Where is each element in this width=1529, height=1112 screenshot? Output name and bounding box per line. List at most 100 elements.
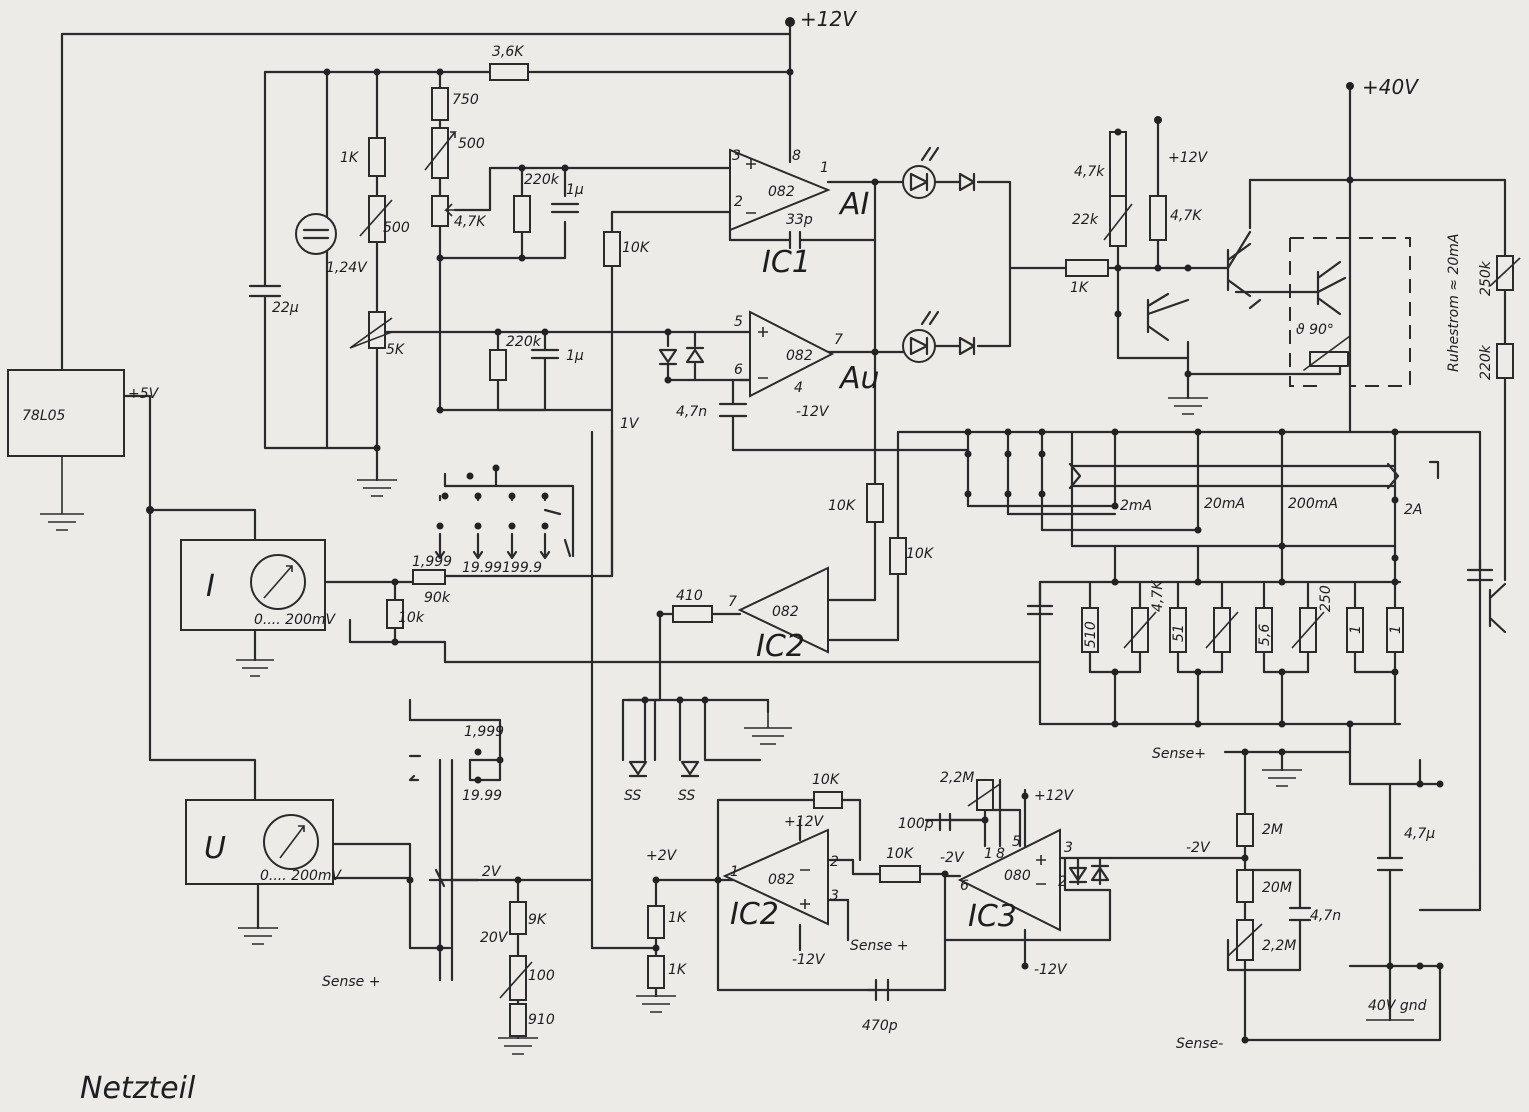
- resistor-3k6: [489, 63, 529, 81]
- trimmer-500-b: [368, 195, 386, 243]
- label-v1999b: 19.99: [462, 788, 502, 804]
- label-plus12-b: +12V: [1168, 150, 1209, 166]
- label-au-part: 082: [786, 348, 813, 364]
- cap-4n7-a: [718, 402, 748, 418]
- voltage-reference: [295, 213, 337, 255]
- label-ptc: ϑ 90°: [1296, 322, 1334, 338]
- label-ic3-pin6: 6: [960, 878, 969, 894]
- label-22k: 22k: [1072, 212, 1099, 228]
- label-plus2: +2V: [646, 848, 678, 864]
- pot-5k: [368, 311, 386, 349]
- label-510: 510: [1083, 621, 1099, 648]
- label-d1999: 19.99: [462, 560, 502, 576]
- label-10k-f: 10K: [886, 846, 915, 862]
- label-pin8: 8: [792, 148, 801, 164]
- label-ic3-pin2: 2: [1058, 874, 1067, 890]
- resistor-1k-c: [647, 905, 665, 939]
- resistor-910: [509, 1003, 527, 1037]
- led-ss-a: [628, 760, 648, 778]
- shunt-510: [1081, 607, 1099, 653]
- ground-symbol: [1168, 397, 1208, 415]
- label-2m2-a: 2,2M: [940, 770, 974, 786]
- label-ic3-pin8: 8: [996, 846, 1005, 862]
- label-10k-a: 10K: [622, 240, 651, 256]
- opamp-au: [749, 310, 835, 398]
- cap-4n7-b: [1288, 906, 1312, 922]
- label-plus12: +12V: [800, 7, 857, 31]
- label-1u-a: 1µ: [566, 182, 584, 198]
- label-ic2-bot-name: IC2: [730, 897, 779, 932]
- label-4u7: 4,7µ: [1404, 826, 1435, 842]
- ground-symbol: [40, 456, 84, 531]
- label-1u-b: 1µ: [566, 348, 584, 364]
- label-pin6: 6: [734, 362, 743, 378]
- label-ic2-pin7: 7: [728, 594, 737, 610]
- shunt-1-b: [1386, 607, 1404, 653]
- label-410: 410: [676, 588, 703, 604]
- resistor-1k-d: [647, 955, 665, 989]
- label-meter-i: I: [206, 569, 215, 604]
- label-1999: 1,999: [412, 554, 452, 570]
- transistor-output: [1488, 582, 1507, 634]
- led-ic1: [902, 165, 936, 199]
- label-250: 250: [1318, 585, 1334, 612]
- resistor-750: [431, 87, 449, 121]
- label-220k-b: 220k: [506, 334, 542, 350]
- opamp-ic2-bottom: [722, 828, 829, 926]
- label-shunt-1b: 1: [1388, 625, 1404, 634]
- label-meter-i-range: 0.... 200mV: [254, 612, 337, 628]
- label-sense-minus: Sense-: [1176, 1036, 1223, 1052]
- label-10k-b: 10K: [828, 498, 857, 514]
- label-4k7a: 4,7K: [454, 214, 487, 230]
- label-5-6: 5,6: [1257, 624, 1273, 646]
- label-ic3-pin3: 3: [1064, 840, 1073, 856]
- modules: [7, 369, 334, 885]
- resistor-10k-d: [386, 599, 404, 629]
- regulator-78l05: [7, 369, 125, 457]
- label-ss-a: SS: [624, 788, 641, 804]
- labels: +12V 3,6K 750 500 1K 500 4,7K 220k 1µ 22…: [22, 7, 1494, 1106]
- label-500a: 500: [458, 136, 485, 152]
- label-ic3-name: IC3: [968, 899, 1017, 934]
- opamp-ic2-top: [737, 566, 829, 654]
- label-d1999b: 199.9: [502, 560, 542, 576]
- label-ic2-top-name: IC2: [756, 629, 805, 664]
- label-meter-u: U: [204, 831, 226, 866]
- resistors: [349, 63, 1521, 1037]
- shunt-5-6: [1255, 607, 1273, 653]
- resistor-2m: [1236, 813, 1254, 847]
- cap-switch-small: [1026, 580, 1054, 616]
- wire-network: [60, 20, 1507, 1042]
- resistor-1k-b: [1065, 259, 1109, 277]
- label-10k-c: 10K: [906, 546, 935, 562]
- label-sense-plus-c: Sense +: [850, 938, 908, 954]
- label-1k-d: 1K: [668, 962, 688, 978]
- label-ic3-pin1: 1: [984, 846, 993, 862]
- label-90k: 90k: [424, 590, 451, 606]
- label-v1999: 1,999: [464, 724, 504, 740]
- resistor-4k7-c: [1149, 195, 1167, 241]
- label-ruhestrom: Ruhestrom ≈ 20mA: [1446, 234, 1462, 373]
- label-250k: 250k: [1478, 260, 1494, 296]
- resistor-220k-c: [1496, 343, 1514, 379]
- resistor-10k-b: [866, 483, 884, 523]
- label-4k7-d: 4,7K: [1150, 579, 1166, 612]
- cap-1u-a: [550, 202, 580, 214]
- label-100p: 100p: [898, 816, 934, 832]
- label-910: 910: [528, 1012, 555, 1028]
- resistor-220k-b: [489, 349, 507, 381]
- label-4k7-b: 4,7k: [1074, 164, 1105, 180]
- label-ic2b-pin1: 1: [730, 864, 739, 880]
- label-20m: 20M: [1262, 880, 1292, 896]
- label-1k-top: 1K: [340, 150, 360, 166]
- ground-symbol: [236, 659, 274, 677]
- label-ai: AI: [838, 187, 870, 222]
- label-470p: 470p: [862, 1018, 898, 1034]
- diode-pair-au: [658, 346, 705, 366]
- label-20v: 20V: [480, 930, 509, 946]
- label-plus12-d: +12V: [1034, 788, 1075, 804]
- diode-b: [958, 336, 976, 356]
- label-ic2b-pin2: 2: [830, 854, 839, 870]
